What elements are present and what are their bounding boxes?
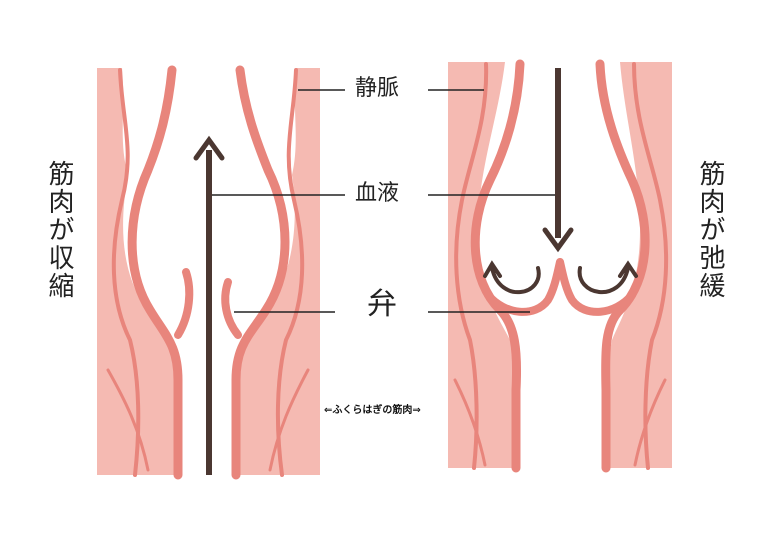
left-vein-walls xyxy=(106,65,310,480)
label-valve: 弁 xyxy=(367,287,397,322)
label-blood: 血液 xyxy=(355,181,400,206)
right-blood-arrow-down xyxy=(542,68,574,253)
left-panel-contracted xyxy=(97,65,320,480)
label-vein: 静脈 xyxy=(355,76,400,101)
right-backflow-arrow xyxy=(577,260,638,295)
label-calf-muscle: ⇐ふくらはぎの筋肉⇒ xyxy=(324,405,421,416)
right-panel-relaxed xyxy=(448,59,672,473)
label-muscle-relaxed: 筋肉が弛緩 xyxy=(695,160,725,300)
left-blood-arrow-up xyxy=(193,135,225,475)
leader-lines xyxy=(212,89,555,313)
right-vein-walls xyxy=(453,59,669,473)
left-backflow-arrow xyxy=(483,260,541,295)
label-muscle-contracted: 筋肉が収縮 xyxy=(44,160,74,300)
